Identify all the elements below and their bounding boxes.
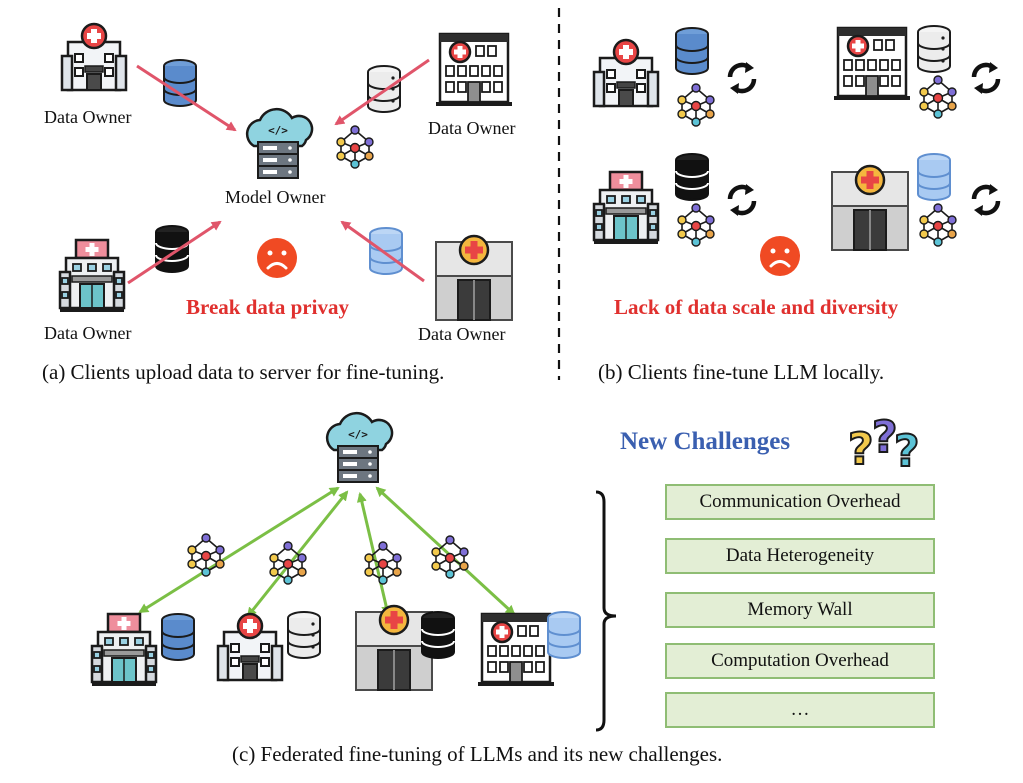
- hospital-icon: [592, 170, 660, 246]
- data-owner-label: Data Owner: [428, 118, 516, 138]
- cloud-server-icon: [325, 411, 394, 484]
- caption-a: (a) Clients upload data to server for fi…: [42, 360, 445, 384]
- neural-network-icon: [364, 541, 402, 585]
- database-icon: [369, 227, 403, 275]
- sync-icon: [730, 184, 754, 216]
- neural-network-icon: [677, 203, 715, 247]
- hospital-icon: [832, 26, 912, 102]
- neural-network-icon: [336, 125, 374, 169]
- database-icon: [287, 611, 321, 659]
- hospital-icon: [354, 604, 434, 692]
- hospital-icon: [476, 612, 556, 688]
- hospital-icon: [216, 612, 284, 682]
- database-icon: [367, 65, 401, 113]
- svg-text:?: ?: [894, 426, 920, 477]
- hospital-icon: [592, 38, 660, 108]
- database-icon: [163, 59, 197, 107]
- database-icon: [421, 611, 455, 659]
- data-owner-label: Data Owner: [418, 324, 506, 344]
- database-icon: [155, 225, 189, 273]
- neural-network-icon: [187, 533, 225, 577]
- question-marks-icon: ? ? ?: [847, 411, 921, 478]
- neural-network-icon: [677, 83, 715, 127]
- challenge-box: …: [665, 692, 935, 728]
- hospital-icon: [60, 22, 128, 92]
- challenge-box: Memory Wall: [665, 592, 935, 628]
- database-icon: [917, 25, 951, 73]
- database-icon: [917, 153, 951, 201]
- caption-b: (b) Clients fine-tune LLM locally.: [598, 360, 885, 384]
- challenge-box: Computation Overhead: [665, 643, 935, 679]
- scale-warning: Lack of data scale and diversity: [614, 295, 899, 319]
- database-icon: [675, 27, 709, 75]
- challenges-bracket: [595, 490, 617, 732]
- database-icon: [161, 613, 195, 661]
- svg-text:?: ?: [848, 424, 874, 475]
- sync-icon: [730, 62, 754, 94]
- challenges-title: New Challenges: [620, 428, 791, 455]
- caption-c: (c) Federated fine-tuning of LLMs and it…: [232, 742, 723, 766]
- sync-icon: [974, 184, 998, 216]
- sad-face-icon: [758, 234, 802, 278]
- data-owner-label: Data Owner: [44, 107, 132, 127]
- database-icon: [547, 611, 581, 659]
- sad-face-icon: [255, 236, 299, 280]
- challenge-box: Data Heterogeneity: [665, 538, 935, 574]
- cloud-server-icon: [245, 107, 314, 180]
- neural-network-icon: [919, 203, 957, 247]
- database-icon: [675, 153, 709, 201]
- hospital-icon: [434, 32, 514, 108]
- model-owner-label: Model Owner: [225, 187, 326, 207]
- privacy-warning: Break data privay: [186, 295, 349, 319]
- hospital-icon: [90, 612, 158, 688]
- data-owner-label: Data Owner: [44, 323, 132, 343]
- hospital-icon: [58, 238, 126, 314]
- neural-network-icon: [919, 75, 957, 119]
- sync-icon: [974, 62, 998, 94]
- upload-arrows: [127, 58, 430, 285]
- hospital-icon: [434, 234, 514, 322]
- challenge-box: Communication Overhead: [665, 484, 935, 520]
- svg-text:?: ?: [872, 412, 898, 463]
- hospital-icon: [830, 164, 910, 252]
